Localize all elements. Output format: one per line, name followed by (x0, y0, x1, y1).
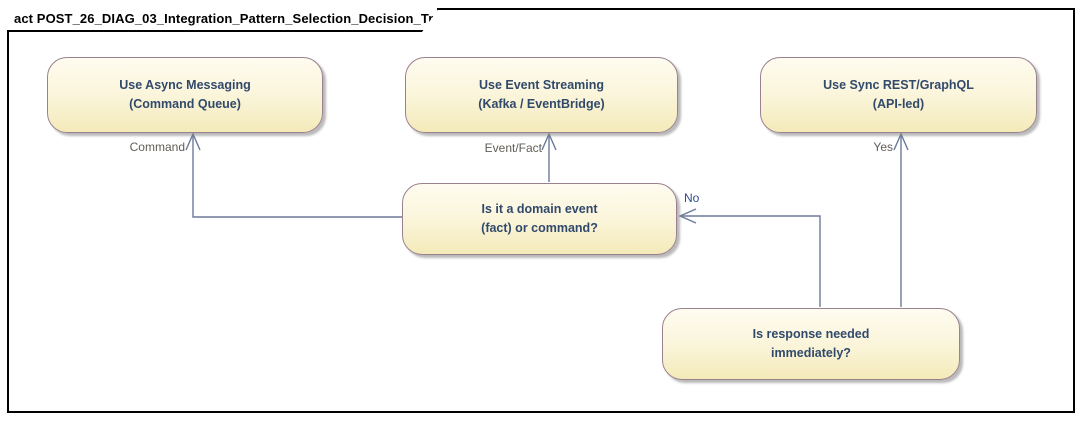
edge-guard-label-command: Command (129, 140, 185, 154)
edge-yes-arrowhead-icon (893, 132, 909, 151)
edge-guard-label-event-fact: Event/Fact (484, 141, 542, 155)
edge-command-line[interactable] (192, 135, 402, 218)
edge-guard-label-yes: Yes (873, 140, 893, 154)
node-label-line2: (Kafka / EventBridge) (478, 97, 605, 111)
action-node-use-sync-rest-graphql[interactable]: Use Sync REST/GraphQL (API-led) (760, 57, 1037, 133)
node-label-line2: (Command Queue) (129, 97, 241, 111)
node-label-line1: Use Event Streaming (478, 78, 605, 93)
node-label-line1: Use Sync REST/GraphQL (823, 78, 974, 93)
edge-guard-label-no: No (684, 191, 700, 205)
edge-no-line[interactable] (681, 215, 821, 307)
decision-node-domain-event-or-command[interactable]: Is it a domain event (fact) or command? (402, 183, 677, 255)
decision-node-response-needed-immediately[interactable]: Is response needed immediately? (662, 308, 960, 380)
action-node-use-async-messaging[interactable]: Use Async Messaging (Command Queue) (47, 57, 323, 133)
edge-command-arrowhead-icon (185, 132, 201, 151)
edge-no-arrowhead-icon (678, 208, 697, 224)
node-label-line2: immediately? (771, 346, 851, 360)
action-node-use-event-streaming[interactable]: Use Event Streaming (Kafka / EventBridge… (405, 57, 678, 133)
diagram-frame-title-tab: act POST_26_DIAG_03_Integration_Pattern_… (7, 8, 439, 32)
edge-event-fact-arrowhead-icon (541, 132, 557, 151)
node-label-line1: Use Async Messaging (119, 78, 251, 93)
node-label-line1: Is it a domain event (481, 202, 598, 217)
node-label-line1: Is response needed (752, 327, 870, 342)
diagram-title: act POST_26_DIAG_03_Integration_Pattern_… (14, 10, 449, 26)
node-label-line2: (API-led) (872, 97, 925, 111)
node-label-line2: (fact) or command? (481, 221, 598, 235)
